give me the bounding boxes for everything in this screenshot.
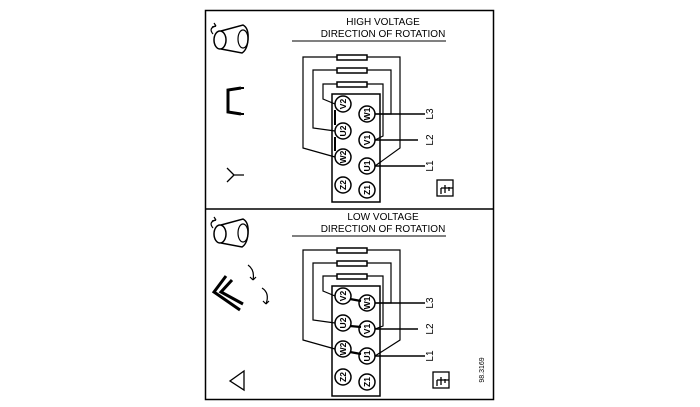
earth-icon xyxy=(432,371,450,389)
line-label: L1 xyxy=(425,350,436,362)
svg-text:V2: V2 xyxy=(338,99,348,110)
terminal: W1 xyxy=(358,105,376,123)
terminal: V1 xyxy=(358,320,376,338)
line-label: L2 xyxy=(425,323,436,335)
svg-text:W1: W1 xyxy=(362,107,372,120)
earth-icon xyxy=(436,179,454,197)
terminal-column-right: W1 V1 U1 Z1 xyxy=(358,294,376,391)
line-label: L2 xyxy=(425,134,436,146)
terminal: Z2 xyxy=(334,176,352,194)
terminal: U1 xyxy=(358,157,376,175)
svg-text:Z2: Z2 xyxy=(338,372,348,382)
terminal: V1 xyxy=(358,131,376,149)
winding-leads xyxy=(302,56,401,167)
terminal: Z1 xyxy=(358,373,376,391)
terminal-block: V2 U2 W2 Z2 W1 V1 U1 Z1 xyxy=(331,285,381,397)
terminal-column-right: W1 V1 U1 Z1 xyxy=(358,105,376,199)
terminal-column-left: V2 U2 W2 Z2 xyxy=(334,287,352,386)
winding-leads xyxy=(302,249,401,357)
rotation-arrow-icon xyxy=(210,22,249,54)
terminal: U2 xyxy=(334,314,352,332)
terminal: Z2 xyxy=(334,368,352,386)
delta-links xyxy=(349,297,362,356)
terminal-block: V2 U2 W2 Z2 W1 V1 U1 Z1 xyxy=(331,93,381,203)
panel-subtitle: DIRECTION OF ROTATION xyxy=(321,29,446,40)
supply-lines xyxy=(375,113,425,167)
terminal: V2 xyxy=(334,95,352,113)
panel-title: LOW VOLTAGE xyxy=(347,212,419,223)
motor-windings xyxy=(336,247,368,280)
svg-text:W2: W2 xyxy=(338,342,348,355)
motor-windings xyxy=(336,54,368,88)
reference-number: 98.3169 xyxy=(479,357,486,382)
svg-text:Z2: Z2 xyxy=(338,180,348,190)
svg-text:W1: W1 xyxy=(362,296,372,309)
svg-text:U2: U2 xyxy=(338,317,348,328)
svg-text:U1: U1 xyxy=(362,160,372,171)
svg-text:Z1: Z1 xyxy=(362,377,372,387)
svg-text:U1: U1 xyxy=(362,350,372,361)
svg-text:U2: U2 xyxy=(338,125,348,136)
svg-text:V2: V2 xyxy=(338,291,348,302)
supply-lines xyxy=(375,302,425,357)
terminal-link-icon xyxy=(211,264,270,312)
delta-symbol-icon xyxy=(228,369,245,392)
panel-high-voltage: HIGH VOLTAGE DIRECTION OF ROTATION V2 U2 xyxy=(210,17,454,203)
line-label: L3 xyxy=(425,297,436,309)
svg-text:V1: V1 xyxy=(362,324,372,335)
terminal: Z1 xyxy=(358,181,376,199)
line-label: L3 xyxy=(425,108,436,120)
svg-text:Z1: Z1 xyxy=(362,185,372,195)
svg-text:W2: W2 xyxy=(338,150,348,163)
terminal-column-left: V2 U2 W2 Z2 xyxy=(334,95,352,194)
svg-text:V1: V1 xyxy=(362,135,372,146)
line-label: L1 xyxy=(425,160,436,172)
diagram-frame xyxy=(204,9,495,401)
terminal: V2 xyxy=(334,287,352,305)
terminal: W1 xyxy=(358,294,376,312)
terminal: U2 xyxy=(334,122,352,140)
terminal: U1 xyxy=(358,347,376,365)
terminal: W2 xyxy=(334,148,352,166)
panel-low-voltage: LOW VOLTAGE DIRECTION OF ROTATION xyxy=(210,212,486,397)
panel-title: HIGH VOLTAGE xyxy=(346,17,420,28)
rotation-arrow-icon xyxy=(210,216,249,248)
star-symbol-icon xyxy=(226,167,244,183)
panel-subtitle: DIRECTION OF ROTATION xyxy=(321,224,446,235)
terminal-link-icon xyxy=(226,86,244,116)
terminal: W2 xyxy=(334,340,352,358)
